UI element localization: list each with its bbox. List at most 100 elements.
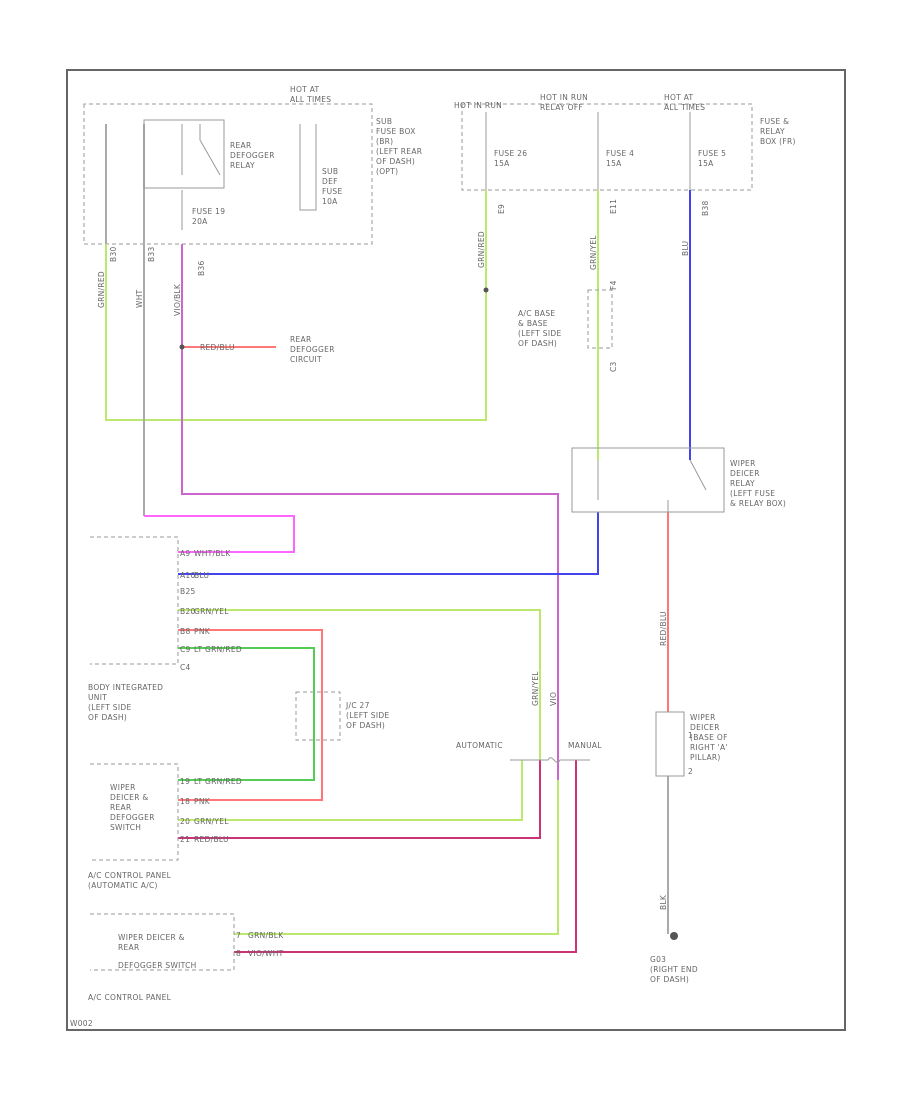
pin-label: 7 (236, 931, 241, 940)
wire-green-red (105, 190, 487, 421)
label-hot-mid-1: HOT IN RUN (454, 101, 502, 110)
auto-manual-jumper (510, 757, 590, 763)
wiper-relay-switch (597, 459, 707, 512)
wire-label-grn-red-2: GRN/RED (477, 231, 486, 268)
wire-label-blk: BLK (659, 894, 668, 910)
wire-lt-green-c9 (178, 647, 315, 781)
pin-label: 2 (688, 767, 693, 776)
label-ac-panel-auto: A/C CONTROL PANEL(AUTOMATIC A/C) (88, 871, 172, 890)
pin-label: A10 (180, 571, 196, 580)
pin-label: 21 (180, 835, 190, 844)
splice-dot (179, 344, 185, 350)
wire-label-wht: WHT (135, 289, 144, 308)
label-ac-panel: A/C CONTROL PANEL (88, 993, 172, 1002)
wiper-switch-outline (90, 763, 179, 861)
wire-label-pnk: PNK (194, 627, 211, 636)
wire-label-red-blu-3: RED/BLU (194, 835, 229, 844)
pin-label: C9 (180, 645, 191, 654)
pin-label: A9 (180, 549, 191, 558)
pin-label: B8 (180, 627, 191, 636)
pin-label: B30 (109, 246, 118, 262)
label-automatic: AUTOMATIC (456, 741, 503, 750)
label-defogger-switch: DEFOGGER SWITCH (118, 961, 197, 970)
wire-label-vio-blk: VIO/BLK (173, 283, 182, 316)
ground-symbol (670, 932, 678, 940)
wire-label-red-blu: RED/BLU (200, 343, 235, 352)
wire-label-wht-blk: WHT/BLK (194, 549, 231, 558)
pin-label: E9 (497, 204, 506, 214)
pin-label: B36 (197, 260, 206, 276)
sub-def-fuse-symbol (299, 124, 317, 211)
jc-27-outline (295, 691, 341, 741)
ac-base-outline (587, 289, 613, 349)
wire-label-grn-yel-2: GRN/YEL (194, 607, 229, 616)
wire-label-grn-yel-auto: GRN/YEL (531, 671, 540, 706)
label-wiper-deicer-rear: WIPER DEICER &REAR (118, 933, 185, 952)
wire-label-grn-yel-3: GRN/YEL (194, 817, 229, 826)
pin-label: F4 (609, 280, 618, 290)
pin-label: B38 (701, 200, 710, 216)
pin-label: 19 (180, 777, 190, 786)
wire-violet (181, 244, 559, 780)
wire-label-vio-wht: VIO/WHT (248, 949, 284, 958)
pin-label: 18 (180, 797, 190, 806)
diagram-frame (66, 69, 846, 1031)
wire-label-grn-blk: GRN/BLK (248, 931, 284, 940)
pin-label: B33 (147, 246, 156, 262)
wire-label-grn-red: GRN/RED (97, 271, 106, 308)
wire-label-blu-2: BLU (194, 571, 209, 580)
footer-code: W002 (70, 1019, 93, 1028)
pin-label: 8 (236, 949, 241, 958)
pin-label: C4 (180, 663, 191, 672)
wire-blue (178, 512, 599, 575)
wire-pink (144, 515, 295, 553)
wire-manual-grn-yel (234, 780, 559, 935)
sub-fuse-box-outline (83, 103, 373, 245)
splice-dot (483, 287, 489, 293)
label-manual: MANUAL (568, 741, 602, 750)
wiper-deicer-element (655, 711, 685, 777)
wire-label-vio: VIO (549, 692, 558, 706)
wire-pink-b8 (178, 629, 323, 801)
wire-green-yellow-b20 (178, 609, 541, 780)
ac-panel-outline (90, 913, 235, 971)
body-unit-outline (90, 536, 179, 665)
wire-label-lt-grn-red-2: LT GRN/RED (194, 777, 242, 786)
pin-label: B20 (180, 607, 196, 616)
wire-switch-red-blu (178, 760, 541, 839)
wire-label-blu: BLU (681, 241, 690, 256)
wire-label-grn-yel: GRN/YEL (589, 235, 598, 270)
pin-label: C3 (609, 361, 618, 372)
rear-relay-switch (181, 124, 221, 176)
pin-label: E11 (609, 199, 618, 214)
pin-label: 20 (180, 817, 190, 826)
wire-label-lt-grn-red: LT GRN/RED (194, 645, 242, 654)
wire-label-pnk-2: PNK (194, 797, 211, 806)
pin-label: B25 (180, 587, 196, 596)
wire-switch-grn-yel (178, 760, 523, 821)
wire-label-red-relay: RED/BLU (659, 611, 668, 646)
fuse-relay-box-outline (461, 103, 753, 191)
wire-manual-red-blu (234, 760, 577, 953)
wiper-deicer-relay-box (571, 447, 725, 513)
rear-relay-box (143, 119, 225, 189)
